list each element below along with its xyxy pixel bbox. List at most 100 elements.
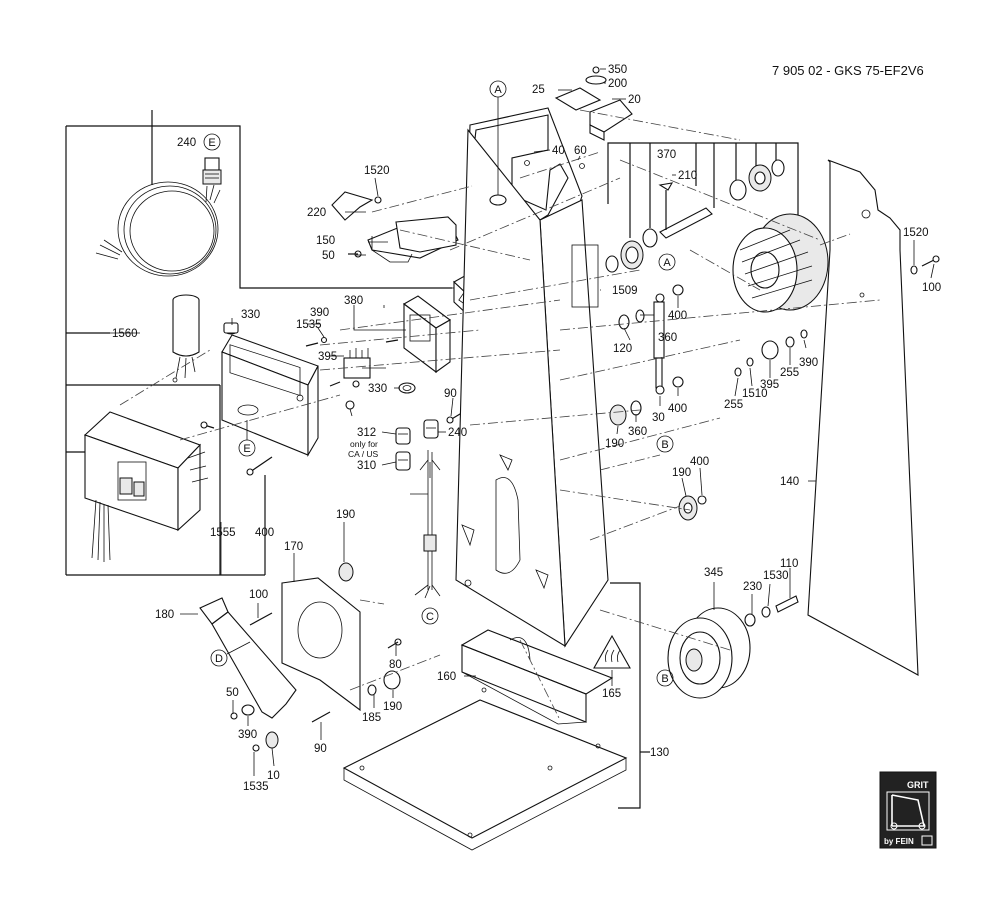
label-260-a: 330 — [241, 309, 260, 321]
capacitor — [172, 294, 200, 383]
label-340-c: 400 — [690, 456, 709, 468]
label-10: 10 — [267, 770, 280, 782]
label-90-a: 90 — [444, 388, 457, 400]
label-140: 140 — [780, 476, 799, 488]
drawing-title: 7 905 02 - GKS 75-EF2V6 — [772, 63, 924, 78]
label-240-a: 255 — [780, 367, 799, 379]
label-130: 130 — [650, 747, 669, 759]
label-40: 40 — [552, 145, 565, 157]
label-260-b: 330 — [368, 383, 387, 395]
label-120: 120 — [613, 343, 632, 355]
housing-screws — [200, 322, 273, 476]
label-280-a: 360 — [658, 332, 677, 344]
heat-warning-label — [593, 634, 631, 669]
base-plate — [342, 582, 650, 851]
callout-c: C — [421, 607, 439, 625]
dust-tray — [460, 629, 614, 725]
svg-text:C: C — [426, 611, 434, 623]
label-380-a: 390 — [799, 357, 818, 369]
leader-lines — [110, 68, 935, 776]
contact-wheel — [667, 595, 799, 699]
main-column-frame — [455, 107, 609, 648]
side-bracket — [281, 562, 402, 712]
label-210: 210 — [678, 170, 697, 182]
label-110: 110 — [780, 558, 798, 570]
label-30: 30 — [652, 412, 665, 424]
label-370: 1510 — [742, 388, 768, 400]
cable-glands — [395, 407, 471, 471]
label-280-b: 360 — [628, 426, 647, 438]
label-25: 25 — [532, 84, 545, 96]
tension-spring-rod — [609, 284, 684, 426]
svg-text:A: A — [663, 257, 671, 269]
label-350: 1530 — [763, 570, 789, 582]
svg-text:GRIT: GRIT — [907, 780, 929, 790]
label-70: 80 — [389, 659, 402, 671]
label-1509: 1560 — [112, 328, 138, 340]
callout-b-right: B — [656, 435, 674, 453]
callout-b-wheel: B — [656, 669, 674, 687]
label-190-a: 190 — [605, 438, 624, 450]
label-315: 395 — [318, 351, 337, 363]
control-switch-unit — [83, 411, 209, 562]
label-190-b: 190 — [672, 467, 691, 479]
electrical-group-bracket — [65, 110, 452, 576]
label-90-b: 90 — [314, 743, 327, 755]
assembly-axes — [119, 109, 881, 721]
part-number-labels: 350 200 25 20 40 60 370 210 1520 220 150… — [112, 64, 941, 793]
svg-text:E: E — [243, 443, 250, 455]
svg-text:B: B — [661, 439, 668, 451]
label-257: 312 — [357, 427, 376, 439]
label-300: 370 — [657, 149, 676, 161]
switch-housing — [221, 325, 319, 458]
label-100: 100 — [249, 589, 268, 601]
power-cable-coil — [95, 181, 221, 277]
grit-by-fein-logo: GRIT by FEIN — [879, 771, 937, 849]
label-150: 150 — [316, 235, 335, 247]
svg-text:E: E — [208, 137, 215, 149]
label-165: 165 — [602, 688, 621, 700]
label-330: 395 — [760, 379, 779, 391]
label-345: 1509 — [612, 285, 638, 297]
label-360-b: 1520 — [903, 227, 929, 239]
label-200: 200 — [608, 78, 627, 90]
label-240-b: 255 — [724, 399, 743, 411]
tension-knob-group — [331, 191, 459, 263]
svg-text:B: B — [661, 673, 668, 685]
label-80: 100 — [922, 282, 941, 294]
strain-relief-fitting — [202, 157, 222, 185]
drive-shaft-assembly — [605, 142, 799, 273]
label-340-a: 400 — [668, 310, 687, 322]
callout-a-top: A — [489, 80, 507, 195]
terminal-block — [305, 336, 416, 410]
label-395: 1555 — [210, 527, 236, 539]
label-310: 380 — [344, 295, 363, 307]
label-185: 185 — [362, 712, 381, 724]
cover-fasteners — [734, 255, 940, 377]
label-160: 160 — [437, 671, 456, 683]
label-360-a: 1520 — [364, 165, 390, 177]
label-380-b: 390 — [238, 729, 257, 741]
label-190-d: 190 — [383, 701, 402, 713]
label-250-a: 240 — [177, 137, 196, 149]
svg-text:A: A — [494, 84, 502, 96]
label-190-c: 190 — [336, 509, 355, 521]
label-255: 310 — [357, 460, 376, 472]
label-170: 170 — [284, 541, 303, 553]
side-cover-plate — [807, 159, 919, 676]
note-ca-us: CA / US — [348, 449, 379, 459]
label-390: 1535 — [296, 319, 322, 331]
drive-wheel — [732, 213, 829, 313]
label-320: 400 — [255, 527, 274, 539]
label-400: 1535 — [243, 781, 269, 793]
callout-a-shaft: A — [658, 253, 676, 271]
label-290: 345 — [704, 567, 723, 579]
idler-pulley — [678, 495, 707, 521]
label-50-a: 50 — [322, 250, 335, 262]
label-312: 390 — [310, 307, 329, 319]
label-220: 220 — [307, 207, 326, 219]
clamp-lever — [199, 597, 331, 752]
label-50-b: 50 — [226, 687, 239, 699]
label-230: 230 — [743, 581, 762, 593]
